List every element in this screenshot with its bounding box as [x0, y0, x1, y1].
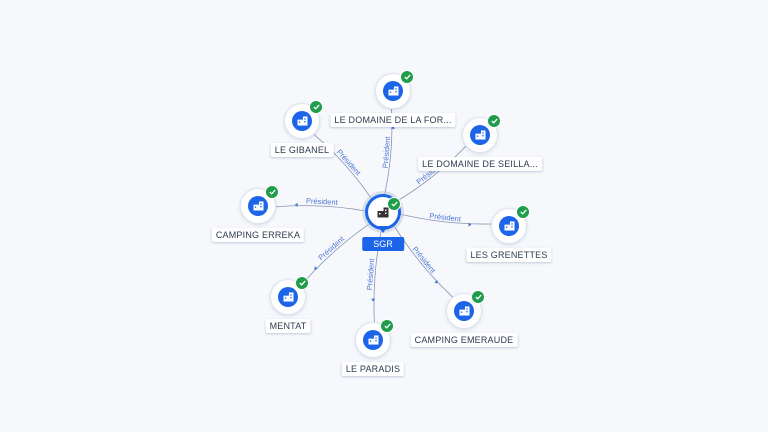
edge-label-group: Président — [411, 245, 439, 284]
verified-check-icon — [265, 185, 279, 199]
center-node-label[interactable]: SGR — [362, 237, 404, 251]
company-node-circle[interactable] — [241, 185, 279, 223]
edge-label-group: Président — [294, 196, 339, 207]
verified-check-icon — [487, 114, 501, 128]
edge-relation-label: Président — [335, 147, 363, 177]
company-node-label[interactable]: MENTAT — [265, 319, 311, 333]
company-node-label[interactable]: LE PARADIS — [341, 362, 405, 376]
center-node-pointer — [378, 226, 388, 233]
edge-arrowhead — [434, 279, 438, 284]
edge-label-group: Président — [381, 125, 395, 169]
edge-arrowhead — [371, 298, 376, 302]
company-node-circle[interactable] — [285, 100, 323, 138]
company-node-circle[interactable] — [492, 205, 530, 243]
relationship-edge — [301, 222, 372, 286]
edge-relation-label: Président — [306, 196, 339, 207]
company-building-icon — [377, 207, 389, 217]
edge-arrowhead — [294, 202, 298, 207]
company-building-icon — [292, 111, 312, 131]
company-node-label[interactable]: LE DOMAINE DE LA FOR... — [330, 113, 456, 127]
company-node-circle[interactable] — [356, 319, 394, 357]
edge-relation-label: Président — [411, 245, 439, 276]
company-node-circle[interactable] — [271, 276, 309, 314]
relationship-edge — [395, 145, 467, 203]
edge-label-group: Président — [429, 211, 472, 227]
relationship-edge — [313, 134, 373, 201]
company-node-label[interactable]: LES GRENETTES — [466, 248, 552, 262]
edge-label-group: Président — [365, 257, 377, 302]
edge-relation-label: Président — [429, 211, 462, 224]
verified-check-icon — [400, 70, 414, 84]
verified-check-icon — [387, 197, 401, 211]
edge-relation-label: Président — [381, 135, 393, 168]
edge-relation-label: Président — [316, 234, 346, 262]
company-node-circle[interactable] — [463, 114, 501, 152]
edge-arrowhead — [314, 266, 318, 270]
relationship-edge — [392, 224, 453, 298]
company-building-icon — [248, 196, 268, 216]
verified-check-icon — [295, 276, 309, 290]
edge-arrowhead — [390, 125, 395, 129]
company-building-icon — [363, 330, 383, 350]
verified-check-icon — [309, 100, 323, 114]
company-node-circle[interactable] — [447, 290, 485, 328]
verified-check-icon — [516, 205, 530, 219]
company-building-icon — [278, 287, 298, 307]
verified-check-icon — [380, 319, 394, 333]
center-node-ring[interactable] — [368, 197, 398, 227]
relationship-edge — [275, 205, 368, 212]
company-node-label[interactable]: LE GIBANEL — [270, 143, 334, 157]
company-building-icon — [470, 125, 490, 145]
edge-relation-label: Président — [365, 257, 377, 290]
company-building-icon — [499, 216, 519, 236]
relationship-edge — [398, 213, 492, 225]
verified-check-icon — [471, 290, 485, 304]
edge-arrowhead — [468, 222, 472, 227]
company-building-icon — [383, 81, 403, 101]
company-node-circle[interactable] — [376, 70, 414, 108]
edge-label-group: Président — [314, 234, 347, 270]
company-node-label[interactable]: CAMPING EMERAUDE — [410, 333, 518, 347]
company-node-label[interactable]: LE DOMAINE DE SEILLA... — [418, 157, 542, 171]
company-node-label[interactable]: CAMPING ERREKA — [211, 228, 305, 242]
company-building-icon — [454, 301, 474, 321]
